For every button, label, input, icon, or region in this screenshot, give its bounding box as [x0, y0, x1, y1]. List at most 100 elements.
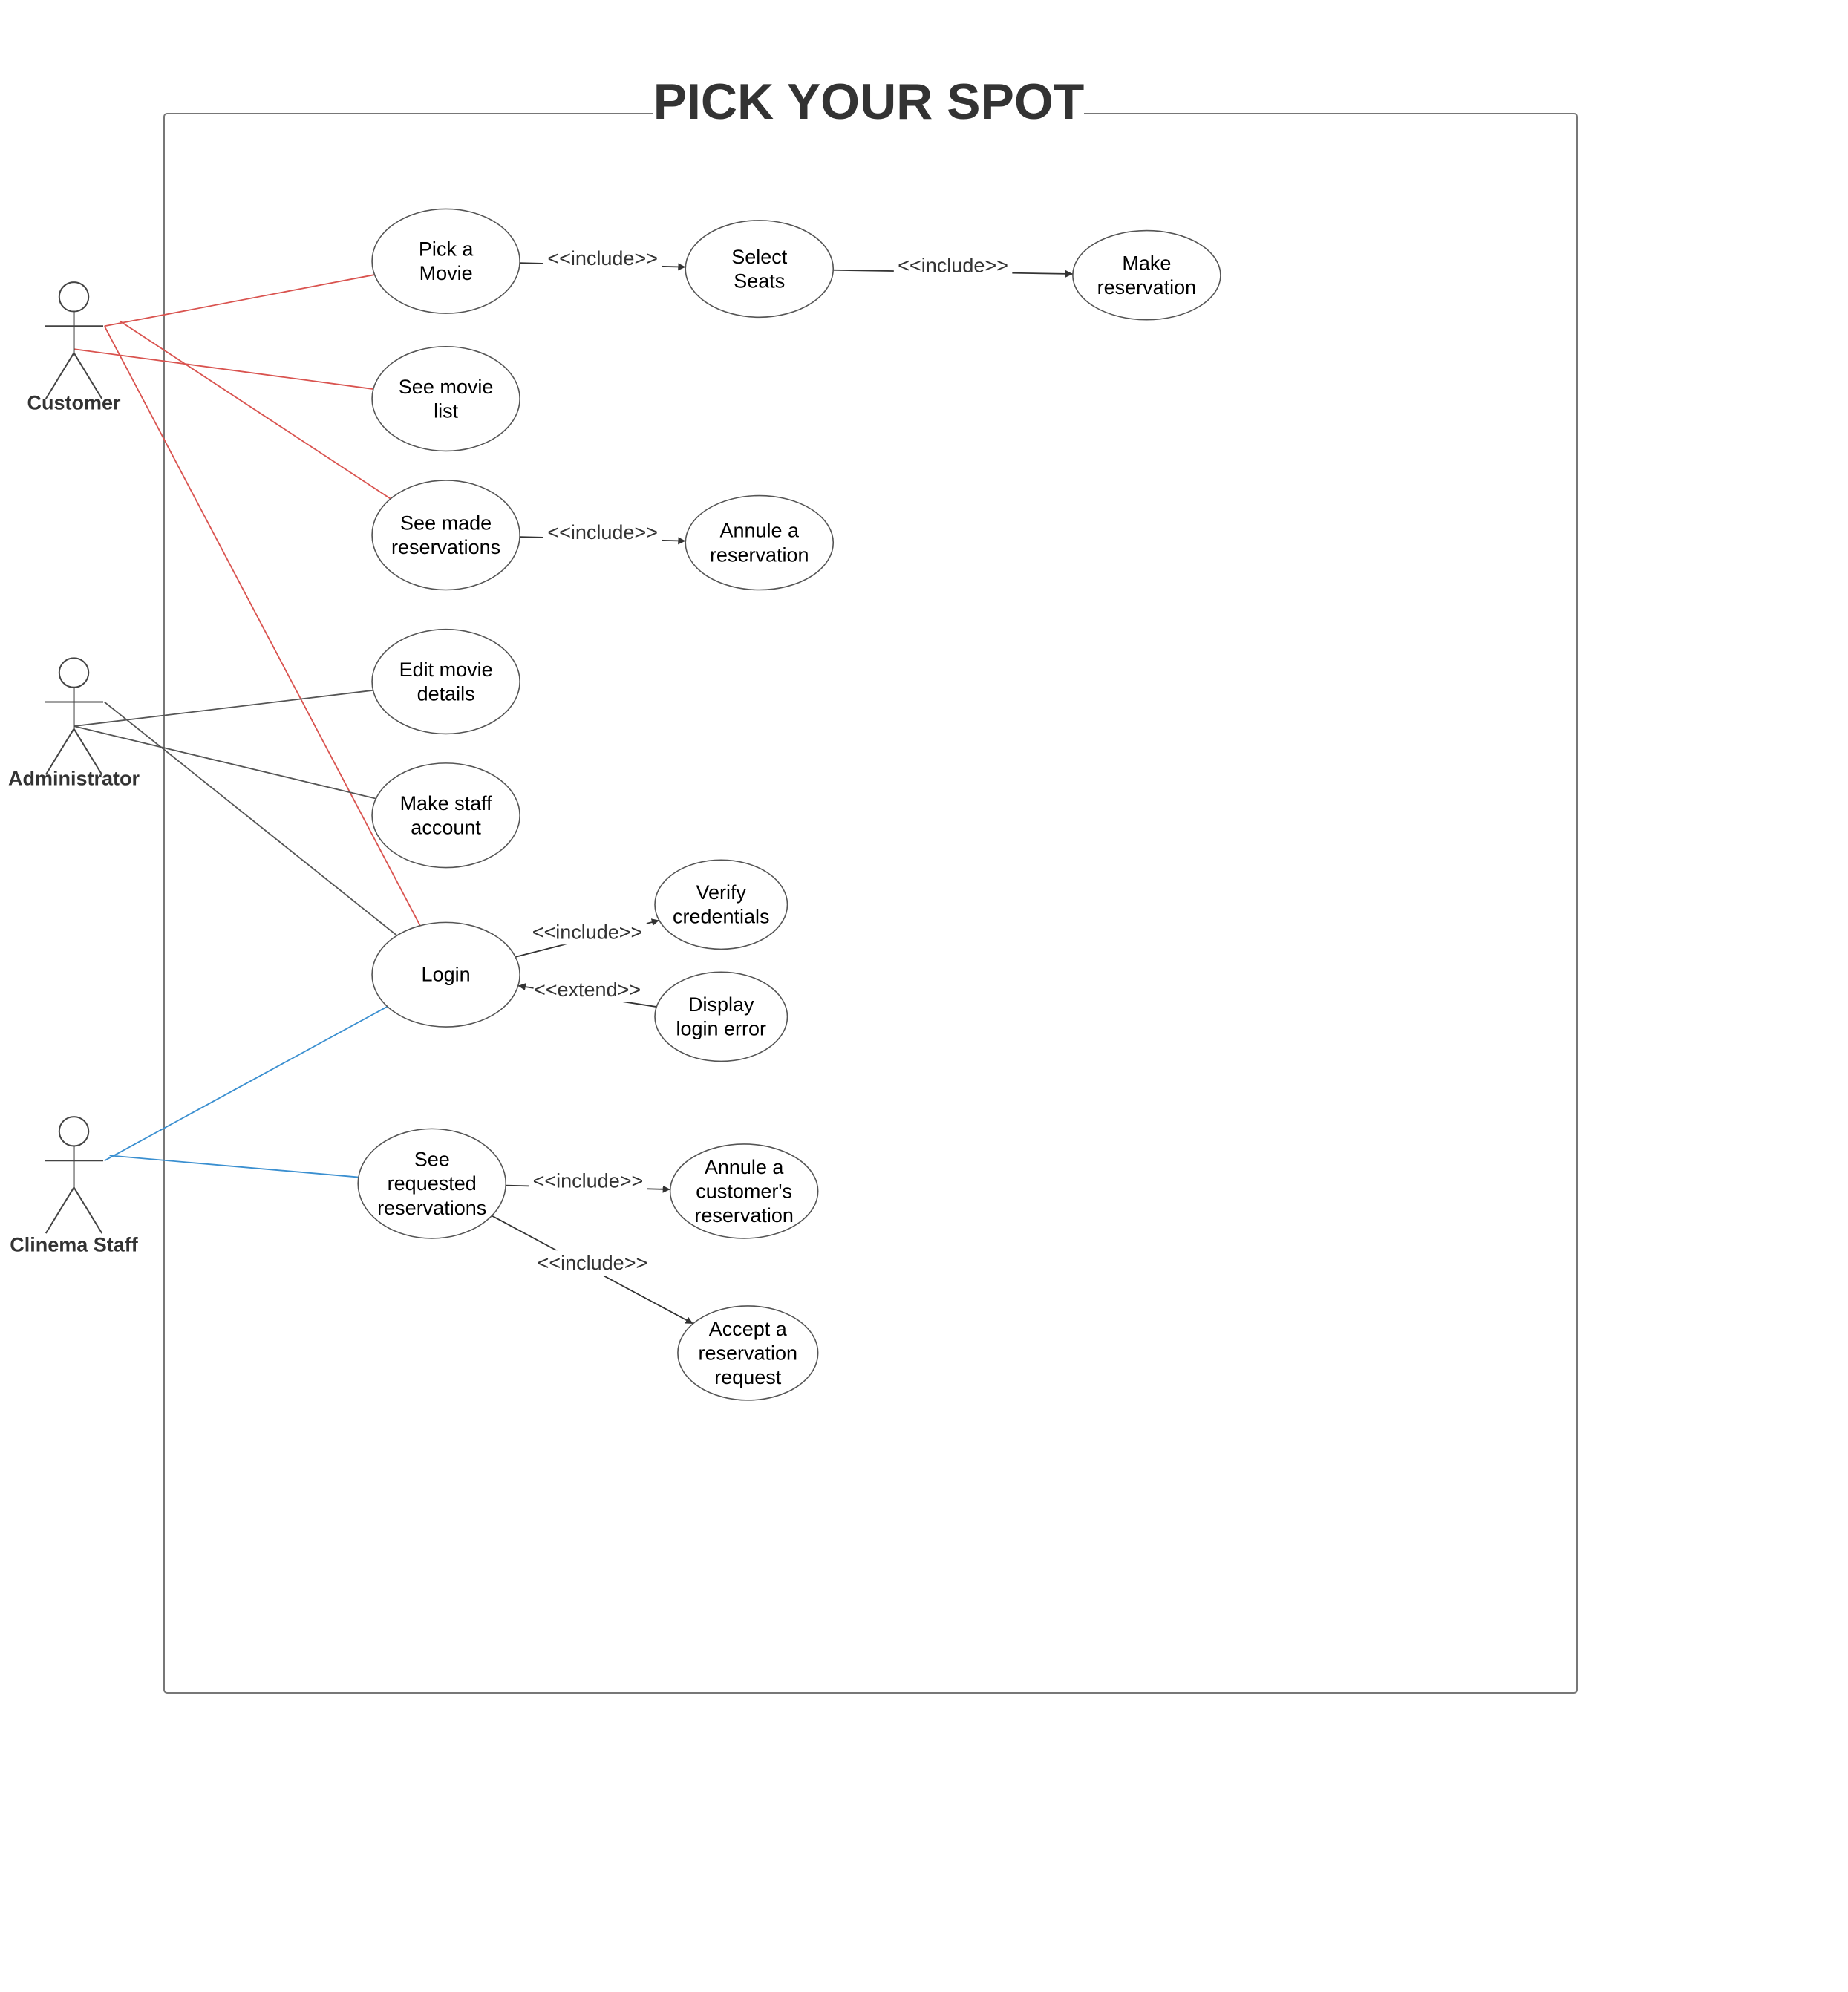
use-case-ellipse	[654, 859, 788, 950]
use-case-label: Annule a	[705, 1156, 785, 1178]
use-case-ellipse	[371, 208, 520, 314]
use-case-label: request	[714, 1366, 782, 1388]
association-staff-see-requested-reservations	[109, 1155, 359, 1178]
association-administrator-edit-movie-details	[74, 689, 373, 728]
association-lines	[74, 274, 421, 1178]
actor-head	[58, 281, 90, 313]
use-case-ellipse	[371, 480, 520, 591]
relationship-label: <<include>>	[532, 921, 643, 943]
use-case-ellipse	[371, 628, 520, 735]
use-case-label: list	[434, 399, 458, 422]
title-background	[653, 74, 1084, 141]
actor-administrator: Administrator	[8, 657, 140, 789]
actor-head	[58, 1116, 90, 1147]
use-case-label: Movie	[419, 262, 473, 284]
actor-body-line	[73, 728, 103, 775]
use-case-label: Login	[422, 964, 471, 986]
use-case-ellipse	[669, 1143, 819, 1239]
use-case-label: See made	[400, 512, 492, 534]
relationship-arrows: <<include>> <<include>> <<include>> <<inclu…	[491, 245, 1073, 1325]
use-cases: Pick aMovieSelectSeatsMakereservationSee…	[357, 208, 1221, 1401]
relationship-login-to-verify-credentials: <<include>>	[515, 918, 660, 958]
association-administrator-make-staff-account	[74, 725, 376, 800]
use-case-ellipse	[654, 971, 788, 1062]
actor-body-line	[73, 1186, 103, 1234]
use-case-label: credentials	[673, 906, 770, 928]
relationship-see-requested-reservations-to-annule-customer-reservation: <<include>>	[506, 1168, 670, 1194]
use-case-label: See movie	[399, 376, 494, 398]
use-case-label: reservation	[710, 543, 809, 566]
system-boundary	[163, 113, 1578, 1694]
use-case-login: Login	[371, 921, 520, 1028]
relationship-label: <<include>>	[533, 1169, 644, 1192]
relationship-see-requested-reservations-to-accept-reservation-request: <<include>>	[491, 1215, 693, 1325]
association-administrator-login	[104, 701, 398, 936]
use-case-ellipse	[371, 762, 520, 869]
use-case-label: Make	[1122, 252, 1171, 274]
association-customer-see-made-reservations	[119, 320, 391, 500]
relationship-label: <<include>>	[538, 1252, 648, 1274]
relationship-label-background	[543, 519, 662, 545]
actor-body-line	[73, 352, 103, 399]
actor-staff: Clinema Staff	[10, 1116, 139, 1256]
relationship-label: <<include>>	[547, 521, 658, 543]
relationship-label-background	[528, 919, 647, 945]
use-case-ellipse	[685, 494, 835, 591]
use-case-label: account	[411, 817, 481, 839]
relationship-label: <<include>>	[898, 254, 1008, 276]
use-case-label: Make staff	[400, 792, 493, 814]
relationship-see-made-reservations-to-annule-reservation: <<include>>	[520, 519, 686, 545]
relationship-label-background	[533, 1250, 652, 1276]
association-customer-pick-movie	[104, 274, 375, 327]
actor-name: Clinema Staff	[10, 1234, 139, 1256]
actor-customer: Customer	[27, 281, 122, 414]
use-case-label: Accept a	[709, 1318, 788, 1340]
use-case-label: requested	[388, 1172, 477, 1195]
relationship-label-background	[529, 1168, 647, 1194]
use-case-label: login error	[676, 1018, 766, 1040]
actor-head	[58, 657, 90, 688]
relationship-label: <<include>>	[547, 247, 658, 270]
use-case-label: reservations	[391, 536, 500, 558]
use-case-label: Annule a	[719, 520, 800, 542]
use-case-label: reservations	[377, 1197, 486, 1219]
diagram-title: PICK YOUR SPOT	[653, 74, 1085, 130]
use-case-label: details	[417, 682, 475, 705]
relationship-pick-movie-to-select-seats: <<include>>	[520, 245, 686, 271]
use-case-ellipse	[357, 1128, 507, 1239]
use-case-label: See	[414, 1149, 450, 1171]
association-customer-see-movie-list	[74, 348, 373, 390]
use-case-ellipse	[677, 1305, 819, 1401]
use-case-ellipse	[371, 921, 520, 1028]
relationship-label-background	[543, 245, 662, 271]
association-customer-login	[103, 325, 421, 927]
relationship-display-login-error-to-login: <<extend>>	[517, 976, 657, 1008]
actor-name: Customer	[27, 391, 122, 414]
use-case-make-staff-account: Make staff account	[371, 762, 520, 869]
actor-body-line	[45, 728, 75, 775]
use-case-label: reservation	[694, 1204, 794, 1227]
actor-name: Administrator	[8, 767, 140, 789]
relationship-label-background	[893, 252, 1013, 278]
relationship-select-seats-to-make-reservation: <<include>>	[833, 252, 1073, 278]
relationship-label-background	[533, 976, 641, 1002]
use-case-ellipse	[1072, 229, 1221, 321]
actor-body-line	[45, 352, 75, 399]
actor-body-line	[45, 1186, 75, 1234]
use-case-label: Verify	[696, 881, 746, 904]
use-case-label: reservation	[699, 1342, 798, 1364]
